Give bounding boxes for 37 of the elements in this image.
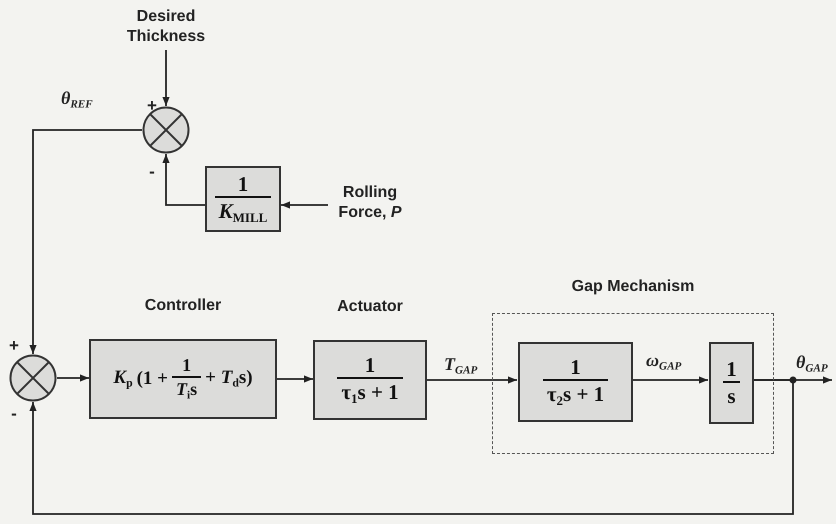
group-title: Gap Mechanism	[570, 278, 696, 296]
sign-label: -	[10, 404, 18, 424]
numerator: 1	[181, 356, 192, 376]
signal-arrow	[162, 154, 205, 206]
denominator: K$_{MILL}$	[214, 196, 272, 226]
denominator: τ$_{2}$s + 1	[542, 378, 608, 408]
input-label: Rolling Force, P	[328, 178, 412, 228]
block-title: Controller	[144, 297, 222, 315]
denominator: s	[723, 381, 740, 408]
signal-label: θ$_{GAP}$	[795, 352, 829, 374]
numerator: 1	[725, 358, 738, 381]
signal-arrow	[277, 375, 313, 383]
transfer-function-block	[518, 342, 633, 422]
gain-term: K$_{p}$	[113, 367, 133, 391]
sign-label: +	[146, 96, 158, 116]
transfer-function-block	[205, 166, 281, 232]
signal-arrow	[632, 376, 708, 384]
formula-term: + T$_{d}$s)	[205, 367, 253, 391]
signal-label: θ$_{REF}$	[60, 88, 94, 110]
transfer-function-block	[709, 342, 754, 424]
block-title: Actuator	[336, 298, 404, 316]
signal-arrow	[29, 379, 794, 515]
sign-label: -	[148, 162, 156, 182]
signal-arrow	[57, 374, 89, 382]
numerator: 1	[569, 356, 582, 379]
signal-arrow	[162, 50, 170, 106]
signal-arrow	[427, 376, 517, 384]
numerator: 1	[236, 172, 250, 196]
signal-arrow	[281, 201, 328, 209]
formula-term: (1 +	[136, 368, 168, 390]
signal-arrow	[29, 129, 142, 354]
denominator: T$_{i}$s	[172, 376, 202, 402]
sign-label: +	[8, 336, 20, 356]
input-label: Desired Thickness	[108, 4, 224, 50]
numerator: 1	[364, 354, 376, 377]
denominator: τ$_{1}$s + 1	[337, 376, 403, 406]
summing-junction	[9, 354, 57, 402]
